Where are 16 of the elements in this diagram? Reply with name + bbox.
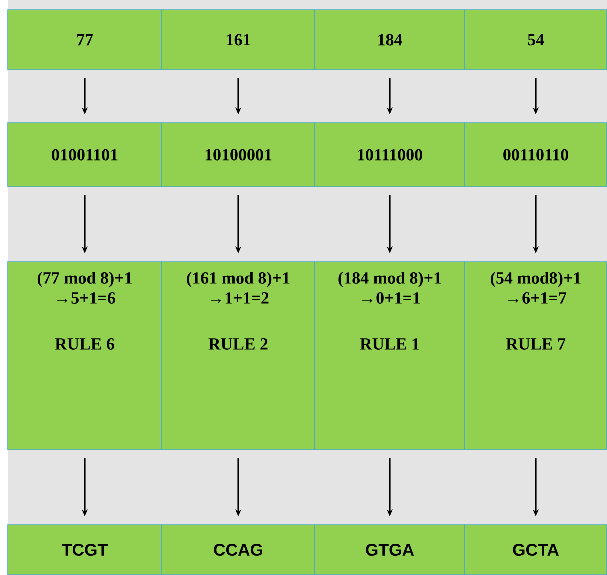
cell: TCGT bbox=[8, 524, 162, 575]
cell: GTGA bbox=[314, 524, 466, 575]
cell: CCAG bbox=[162, 524, 316, 575]
cell: (77 mod 8)+1 →5+1=6 RULE 6 bbox=[8, 262, 162, 450]
cell: (54 mod8)+1 →6+1=7 RULE 7 bbox=[464, 262, 607, 450]
cell: GCTA bbox=[464, 524, 607, 575]
cell: 161 bbox=[162, 10, 316, 70]
cell: 01001101 bbox=[8, 122, 162, 188]
cell: 77 bbox=[8, 10, 162, 70]
cell: 184 bbox=[314, 10, 466, 70]
cell: 10100001 bbox=[162, 122, 316, 188]
cell: 10111000 bbox=[314, 122, 466, 188]
cell: (184 mod 8)+1 →0+1=1 RULE 1 bbox=[314, 262, 466, 450]
cell: 00110110 bbox=[464, 122, 607, 188]
cell: 54 bbox=[464, 10, 607, 70]
cell: (161 mod 8)+1 →1+1=2 RULE 2 bbox=[162, 262, 316, 450]
